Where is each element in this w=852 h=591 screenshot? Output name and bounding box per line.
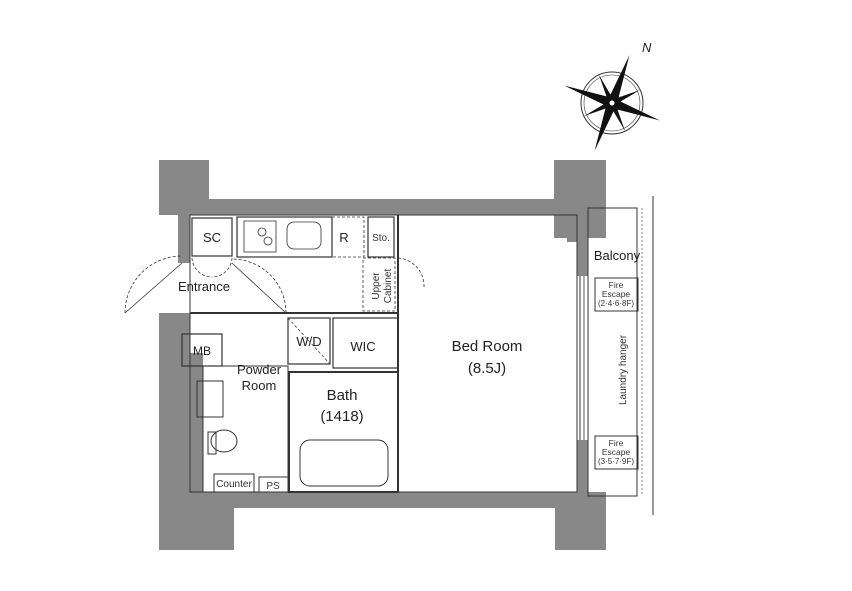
bedroom-size-label: (8.5J): [468, 360, 506, 377]
fire-escape-lower-floors: (3·5·7·9F): [598, 457, 634, 466]
bath-size-label: (1418): [320, 408, 363, 425]
counter-label: Counter: [216, 479, 252, 490]
sto-label: Sto.: [372, 233, 390, 244]
wic-label: WIC: [350, 339, 375, 354]
structural-walls: [159, 160, 606, 550]
bath-label: Bath: [327, 387, 358, 404]
entrance-label: Entrance: [178, 279, 230, 294]
powder-room-label-line2: Room: [242, 378, 277, 393]
laundry-hanger-label: Laundry hanger: [618, 334, 629, 405]
interior-partitions: [124, 196, 654, 515]
fire-escape-lower-line2: Escape: [602, 447, 631, 457]
refrigerator-label: R: [339, 230, 348, 245]
fire-escape-lower: Fire Escape (3·5·7·9F): [598, 438, 634, 466]
fire-escape-lower-line1: Fire: [609, 438, 624, 448]
fire-escape-upper: Fire Escape (2·4·6·8F): [598, 280, 634, 308]
bedroom-label: Bed Room: [452, 338, 523, 355]
powder-room-label-line1: Powder: [237, 362, 282, 377]
sc-label: SC: [203, 230, 221, 245]
upper-cabinet-label-line1: Upper: [371, 272, 382, 300]
balcony-label: Balcony: [594, 248, 641, 263]
fire-escape-upper-floors: (2·4·6·8F): [598, 299, 634, 308]
fire-escape-upper-line1: Fire: [609, 280, 624, 290]
north-label: N: [642, 40, 652, 55]
fire-escape-upper-line2: Escape: [602, 289, 631, 299]
mb-label: MB: [193, 344, 211, 358]
wd-label: W/D: [296, 334, 321, 349]
ps-label: PS: [266, 481, 280, 492]
compass-rose-icon: N: [564, 40, 660, 151]
upper-cabinet-label-line2: Cabinet: [383, 269, 394, 304]
